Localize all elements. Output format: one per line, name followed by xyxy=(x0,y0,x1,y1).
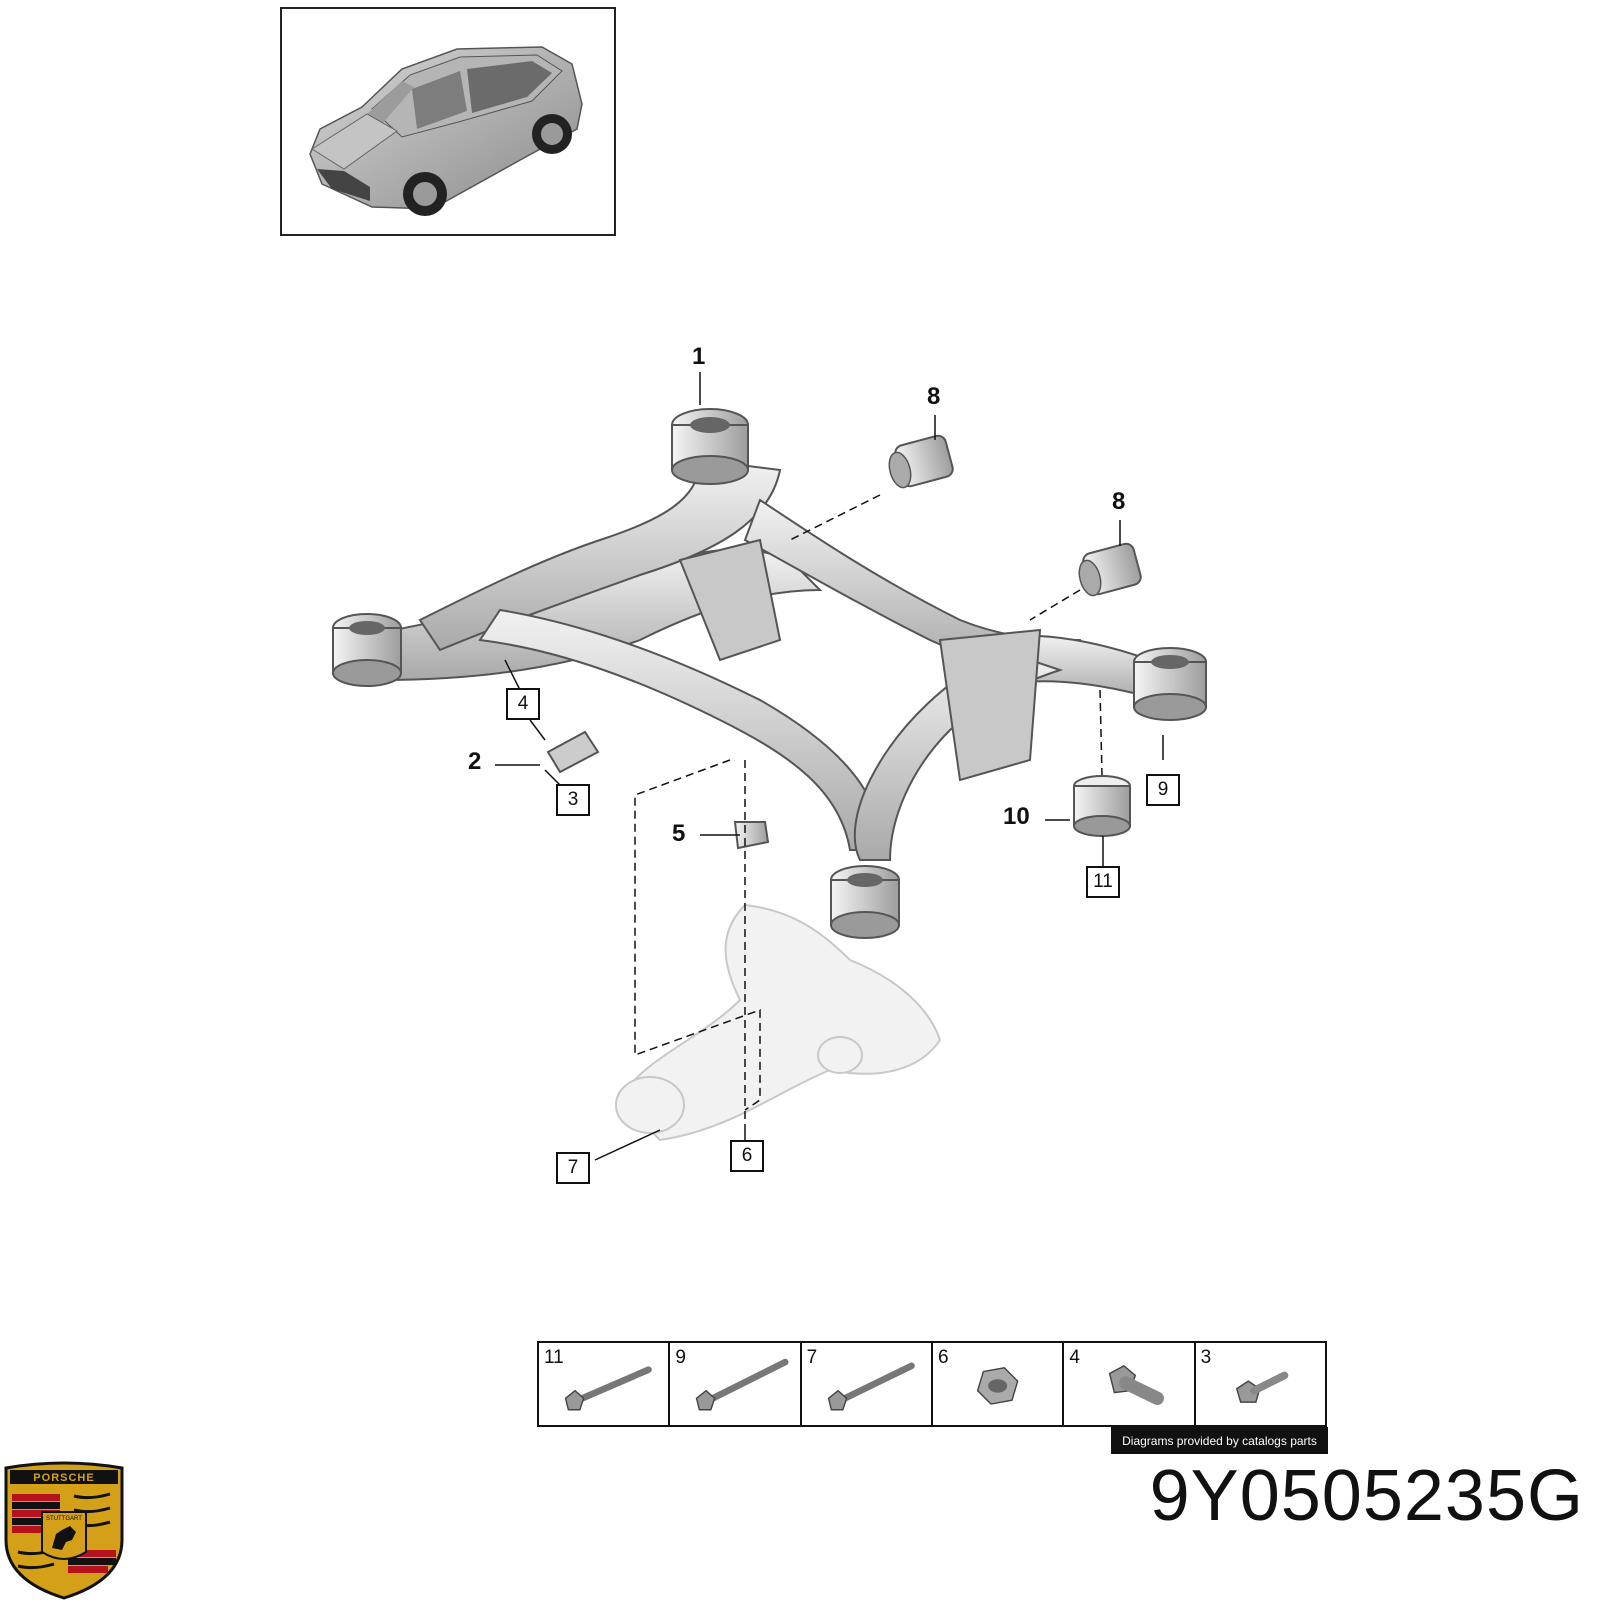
mount-8-lower xyxy=(1078,542,1142,597)
long-bolt-icon xyxy=(696,1358,789,1411)
hardware-number: 9 xyxy=(675,1347,686,1368)
hardware-cell: 11 xyxy=(539,1343,671,1425)
hardware-number: 7 xyxy=(806,1347,818,1368)
callout-5: 5 xyxy=(672,820,686,847)
hardware-cell: 3 xyxy=(1196,1343,1325,1425)
svg-text:STUTTGART: STUTTGART xyxy=(46,1516,82,1522)
hardware-cell: 4 xyxy=(1064,1343,1196,1425)
part-number: 9Y0505235G xyxy=(1149,1456,1584,1536)
bushing-left xyxy=(332,613,402,687)
callout-box-3: 3 xyxy=(556,784,590,816)
svg-text:PORSCHE: PORSCHE xyxy=(33,1472,94,1484)
mount-5 xyxy=(733,821,770,850)
porsche-crest-logo: PORSCHE STUTTGART xyxy=(4,1461,124,1600)
callout-8-upper: 8 xyxy=(927,383,941,410)
long-bolt-icon xyxy=(564,1366,652,1411)
bushing-bottom xyxy=(830,865,900,939)
callout-1: 1 xyxy=(692,343,706,370)
bushing-right xyxy=(1133,647,1207,721)
hardware-table: 11 9 7 6 4 3 xyxy=(537,1341,1327,1427)
subframe-diagram xyxy=(332,372,1207,1161)
short-bolt-icon xyxy=(1235,1371,1288,1403)
long-bolt-icon xyxy=(827,1362,915,1411)
callout-2: 2 xyxy=(468,748,482,775)
hardware-number: 3 xyxy=(1200,1347,1212,1368)
callout-box-6: 6 xyxy=(730,1140,764,1172)
suv-illustration xyxy=(309,46,583,216)
callout-10: 10 xyxy=(1003,803,1030,830)
hardware-number: 4 xyxy=(1069,1347,1080,1368)
vehicle-thumbnail xyxy=(280,7,616,236)
mount-8-upper xyxy=(888,434,954,489)
hardware-cell: 6 xyxy=(933,1343,1065,1425)
bushing-top xyxy=(671,408,749,485)
short-bolt-icon xyxy=(1109,1365,1165,1405)
callout-box-9: 9 xyxy=(1146,774,1180,806)
callout-box-7: 7 xyxy=(556,1152,590,1184)
hardware-cell: 9 xyxy=(670,1343,802,1425)
bracket-2 xyxy=(546,730,600,774)
hardware-cell: 7 xyxy=(802,1343,933,1425)
callout-8-lower: 8 xyxy=(1112,488,1126,515)
hex-nut-icon xyxy=(976,1367,1019,1405)
mount-10 xyxy=(1073,775,1131,837)
callout-box-4: 4 xyxy=(506,688,540,720)
callout-box-11: 11 xyxy=(1086,866,1120,898)
hardware-number: 11 xyxy=(544,1347,564,1368)
diagram-credit: Diagrams provided by catalogs parts xyxy=(1111,1427,1328,1454)
rear-differential xyxy=(615,903,942,1142)
rear-subframe xyxy=(348,458,1162,861)
hardware-number: 6 xyxy=(937,1347,949,1368)
